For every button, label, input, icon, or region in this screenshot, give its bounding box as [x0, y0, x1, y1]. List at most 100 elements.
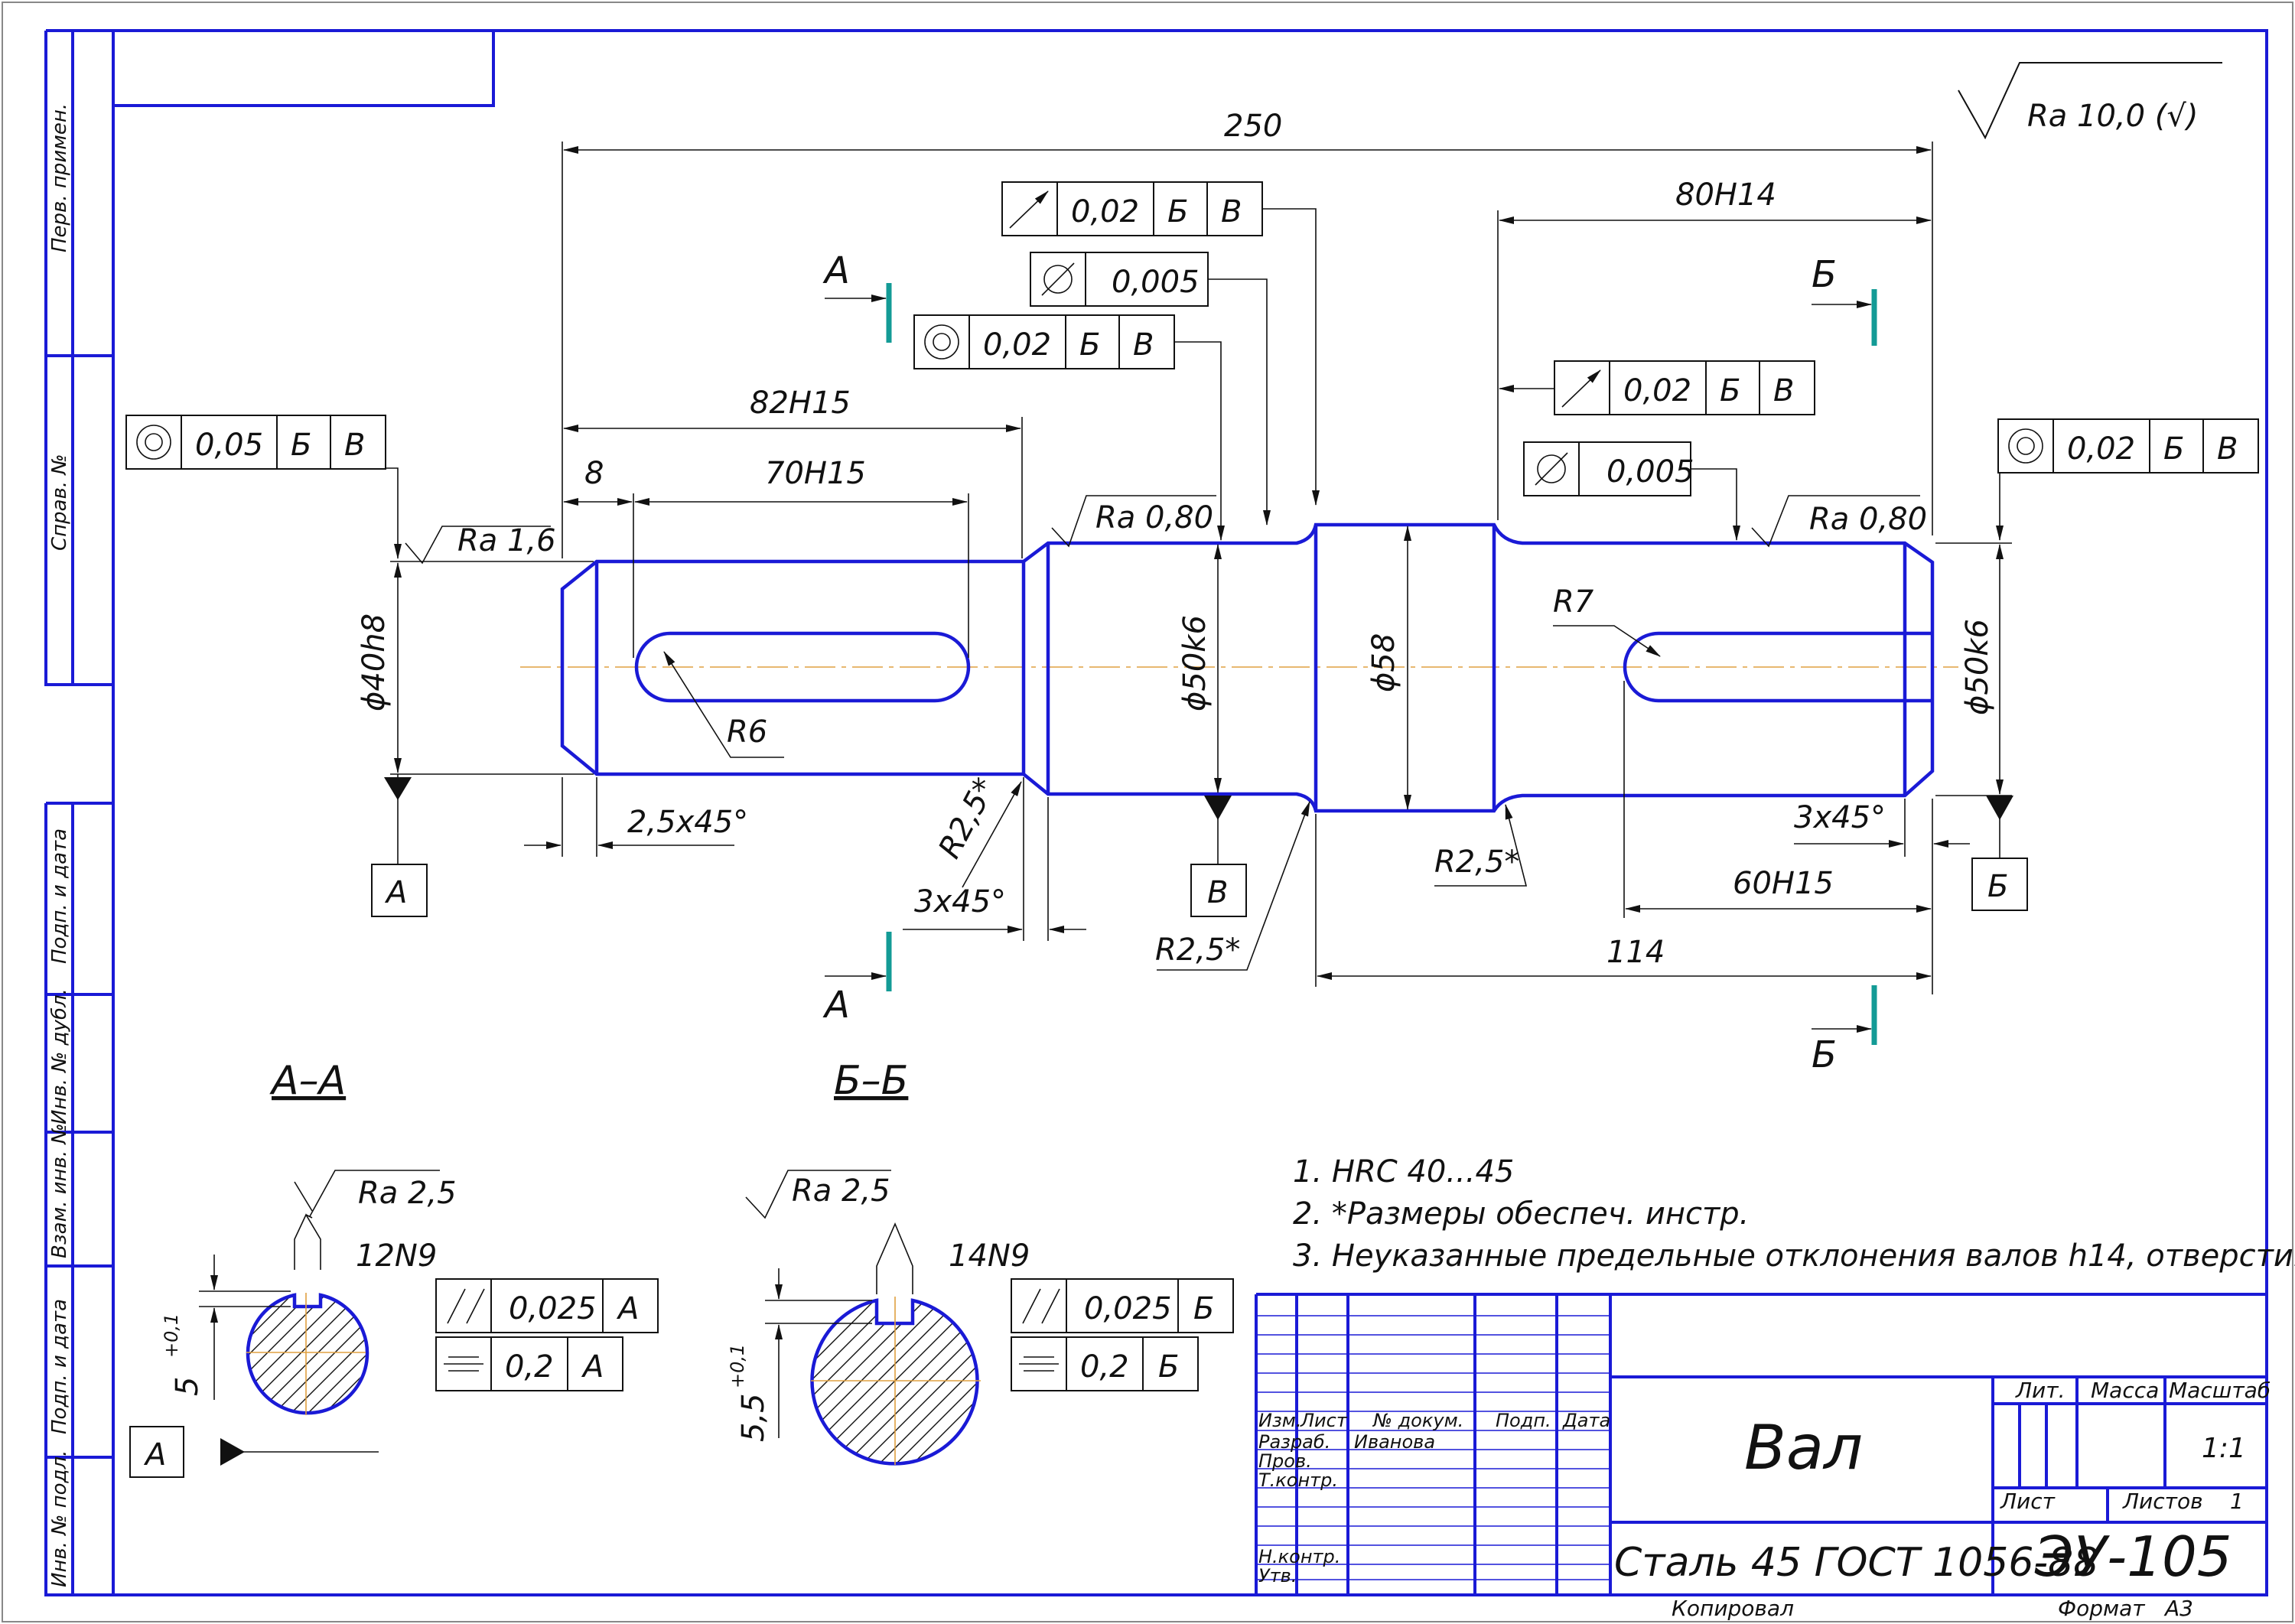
fcf-sym-aa-d1: А: [581, 1349, 604, 1385]
fcf-group: 0,02 Б В 0,005 0,02 Б В 0,05 Б В 0,02 Б …: [125, 181, 2259, 559]
shaft-main-view: [520, 522, 1958, 813]
fcf-sym-aa-value: 0,2: [505, 1349, 554, 1385]
fcf-par-bb-value: 0,025: [1084, 1291, 1172, 1326]
dim-82h15: 82H15: [750, 386, 851, 421]
note-2: 2. *Размеры обеспеч. инстр.: [1293, 1196, 1749, 1232]
roughness-ra16: Ra 1,6: [457, 523, 556, 558]
keyway-left: [634, 631, 971, 703]
cut-a-bottom: А: [822, 984, 850, 1027]
keyway-right: [1623, 631, 1932, 703]
dimensions: 250 80H14 82H15 8 70H15 ϕ40h8 ϕ50k6 ϕ58 …: [356, 109, 2012, 994]
section-bb-ra: Ra 2,5: [792, 1173, 890, 1209]
section-bb-depth: 5,5: [736, 1393, 771, 1442]
dim-250: 250: [1224, 109, 1282, 144]
fcf-conc-top-d2: В: [1133, 327, 1154, 363]
tb-col-list: Лист: [1300, 1410, 1348, 1431]
tb-copied: Копировал: [1672, 1596, 1794, 1621]
section-aa-datum: А: [143, 1437, 166, 1473]
section-aa-key: 12N9: [356, 1238, 437, 1274]
fcf-cyl-top-value: 0,005: [1112, 265, 1200, 300]
technical-notes: 1. HRC 40...45 2. *Размеры обеспеч. инст…: [1293, 1154, 2295, 1274]
fcf-conc-right-value: 0,02: [2067, 431, 2135, 467]
side-strip: Перв. примен. Справ. № Подп. и дата Инв.…: [44, 29, 113, 1596]
tb-razrab-name: Иванова: [1354, 1431, 1435, 1453]
dim-phi50k6-left: ϕ50k6: [1177, 615, 1213, 711]
hatch-line: [812, 1298, 896, 1463]
tb-mass: Масса: [2091, 1378, 2159, 1403]
fcf-conc-left-d1: Б: [291, 428, 311, 463]
hatch-line: [894, 1298, 978, 1463]
datum-b-label: Б: [1987, 869, 2008, 904]
dim-phi40h8: ϕ40h8: [356, 613, 392, 711]
section-cut-marks: А А Б Б: [822, 249, 1877, 1076]
tb-razrab: Разраб.: [1258, 1431, 1330, 1453]
strip-inv-dubl: Инв. № дубл.: [48, 988, 71, 1124]
cut-b-bottom: Б: [1812, 1033, 1837, 1076]
fcf-cyl-right-value: 0,005: [1606, 454, 1694, 490]
shaft-steps: [594, 525, 1907, 811]
note-3: 3. Неуказанные предельные отклонения вал…: [1293, 1238, 2295, 1274]
dim-70h15: 70H15: [765, 456, 866, 491]
fcf-runout-top-value: 0,02: [1071, 194, 1139, 229]
tb-tkontr: Т.контр.: [1258, 1469, 1338, 1491]
section-aa-ra: Ra 2,5: [358, 1176, 457, 1211]
fcf-par-bb-d1: Б: [1193, 1291, 1214, 1326]
general-roughness: Ra 10,0 (√): [1958, 62, 2222, 140]
tb-col-sign: Подп.: [1496, 1410, 1551, 1431]
section-aa-depth: 5: [170, 1377, 205, 1396]
dim-r6: R6: [727, 714, 767, 750]
fcf-conc-top-value: 0,02: [983, 327, 1051, 363]
fcf-par-aa-value: 0,025: [509, 1291, 597, 1326]
dim-r7: R7: [1553, 584, 1594, 620]
roughness-ra080-left: Ra 0,80: [1095, 500, 1213, 535]
tb-scale-label: Масштаб: [2169, 1378, 2271, 1403]
dim-80h14: 80H14: [1675, 177, 1776, 213]
section-bb-title: Б–Б: [834, 1058, 908, 1104]
tb-col-izm: Изм.: [1258, 1410, 1301, 1431]
strip-inv-podl: Инв. № подл.: [48, 1450, 71, 1587]
fcf-runout-right-d1: Б: [1720, 373, 1740, 408]
fcf-conc-top-d1: Б: [1079, 327, 1100, 363]
tb-nkontr: Н.контр.: [1258, 1546, 1340, 1567]
strip-perv: Перв. примен.: [48, 103, 71, 252]
fcf-sym-bb-value: 0,2: [1080, 1349, 1129, 1385]
tb-sheet: Лист: [2000, 1489, 2056, 1514]
section-aa-tol: +0,1: [161, 1313, 182, 1358]
title-block: Изм. Лист № докум. Подп. Дата Разраб. Ив…: [1255, 1293, 2271, 1621]
datum-a-label: А: [384, 875, 407, 910]
cut-a-top: А: [822, 249, 850, 292]
section-bb: Б–Б Ra 2,5 14N9 5,5 +0,1 0,025 Б 0,2 Б: [727, 1058, 1234, 1466]
dim-chamfer-mid: 3x45°: [914, 884, 1006, 919]
drawing-frame: [112, 29, 2268, 1596]
section-aa: А–А Ra 2,5 12N9 5 +0,1 А 0,025 А: [129, 1058, 659, 1478]
tb-utv: Утв.: [1258, 1565, 1297, 1587]
dim-chamfer-right: 3x45°: [1794, 800, 1886, 835]
hatch-line: [812, 1298, 879, 1463]
tb-format: A3: [2163, 1596, 2193, 1621]
tb-designation: ЭУ-105: [2034, 1525, 2232, 1589]
dim-phi50k6-right: ϕ50k6: [1960, 619, 1995, 715]
tb-prov: Пров.: [1258, 1450, 1312, 1472]
fcf-runout-top-d2: В: [1221, 194, 1242, 229]
tb-scale: 1:1: [2202, 1433, 2246, 1464]
strip-podp-data-1: Подп. и дата: [48, 828, 71, 964]
fcf-conc-right-d1: Б: [2163, 431, 2184, 467]
dim-chamfer-left: 2,5x45°: [627, 805, 748, 840]
section-bb-tol: +0,1: [727, 1344, 748, 1388]
section-aa-title: А–А: [269, 1058, 346, 1104]
fcf-runout-right-value: 0,02: [1623, 373, 1691, 408]
top-left-stamp: [113, 31, 495, 107]
strip-vzam: Взам. инв. №: [48, 1123, 71, 1258]
fcf-conc-right-d2: В: [2217, 431, 2238, 467]
dim-60h15: 60H15: [1733, 866, 1834, 901]
tb-sheets-count: 1: [2230, 1489, 2244, 1514]
hatch-line: [246, 1293, 296, 1412]
dim-r25-a: R2,5*: [932, 773, 1003, 864]
tb-col-date: Дата: [1562, 1410, 1610, 1431]
tb-name: Вал: [1744, 1412, 1863, 1483]
tb-lit: Лит.: [2015, 1378, 2065, 1403]
hatch-line: [324, 1293, 366, 1412]
strip-podp-data-2: Подп. и дата: [48, 1299, 71, 1434]
general-roughness-text: Ra 10,0 (√): [2027, 99, 2199, 134]
